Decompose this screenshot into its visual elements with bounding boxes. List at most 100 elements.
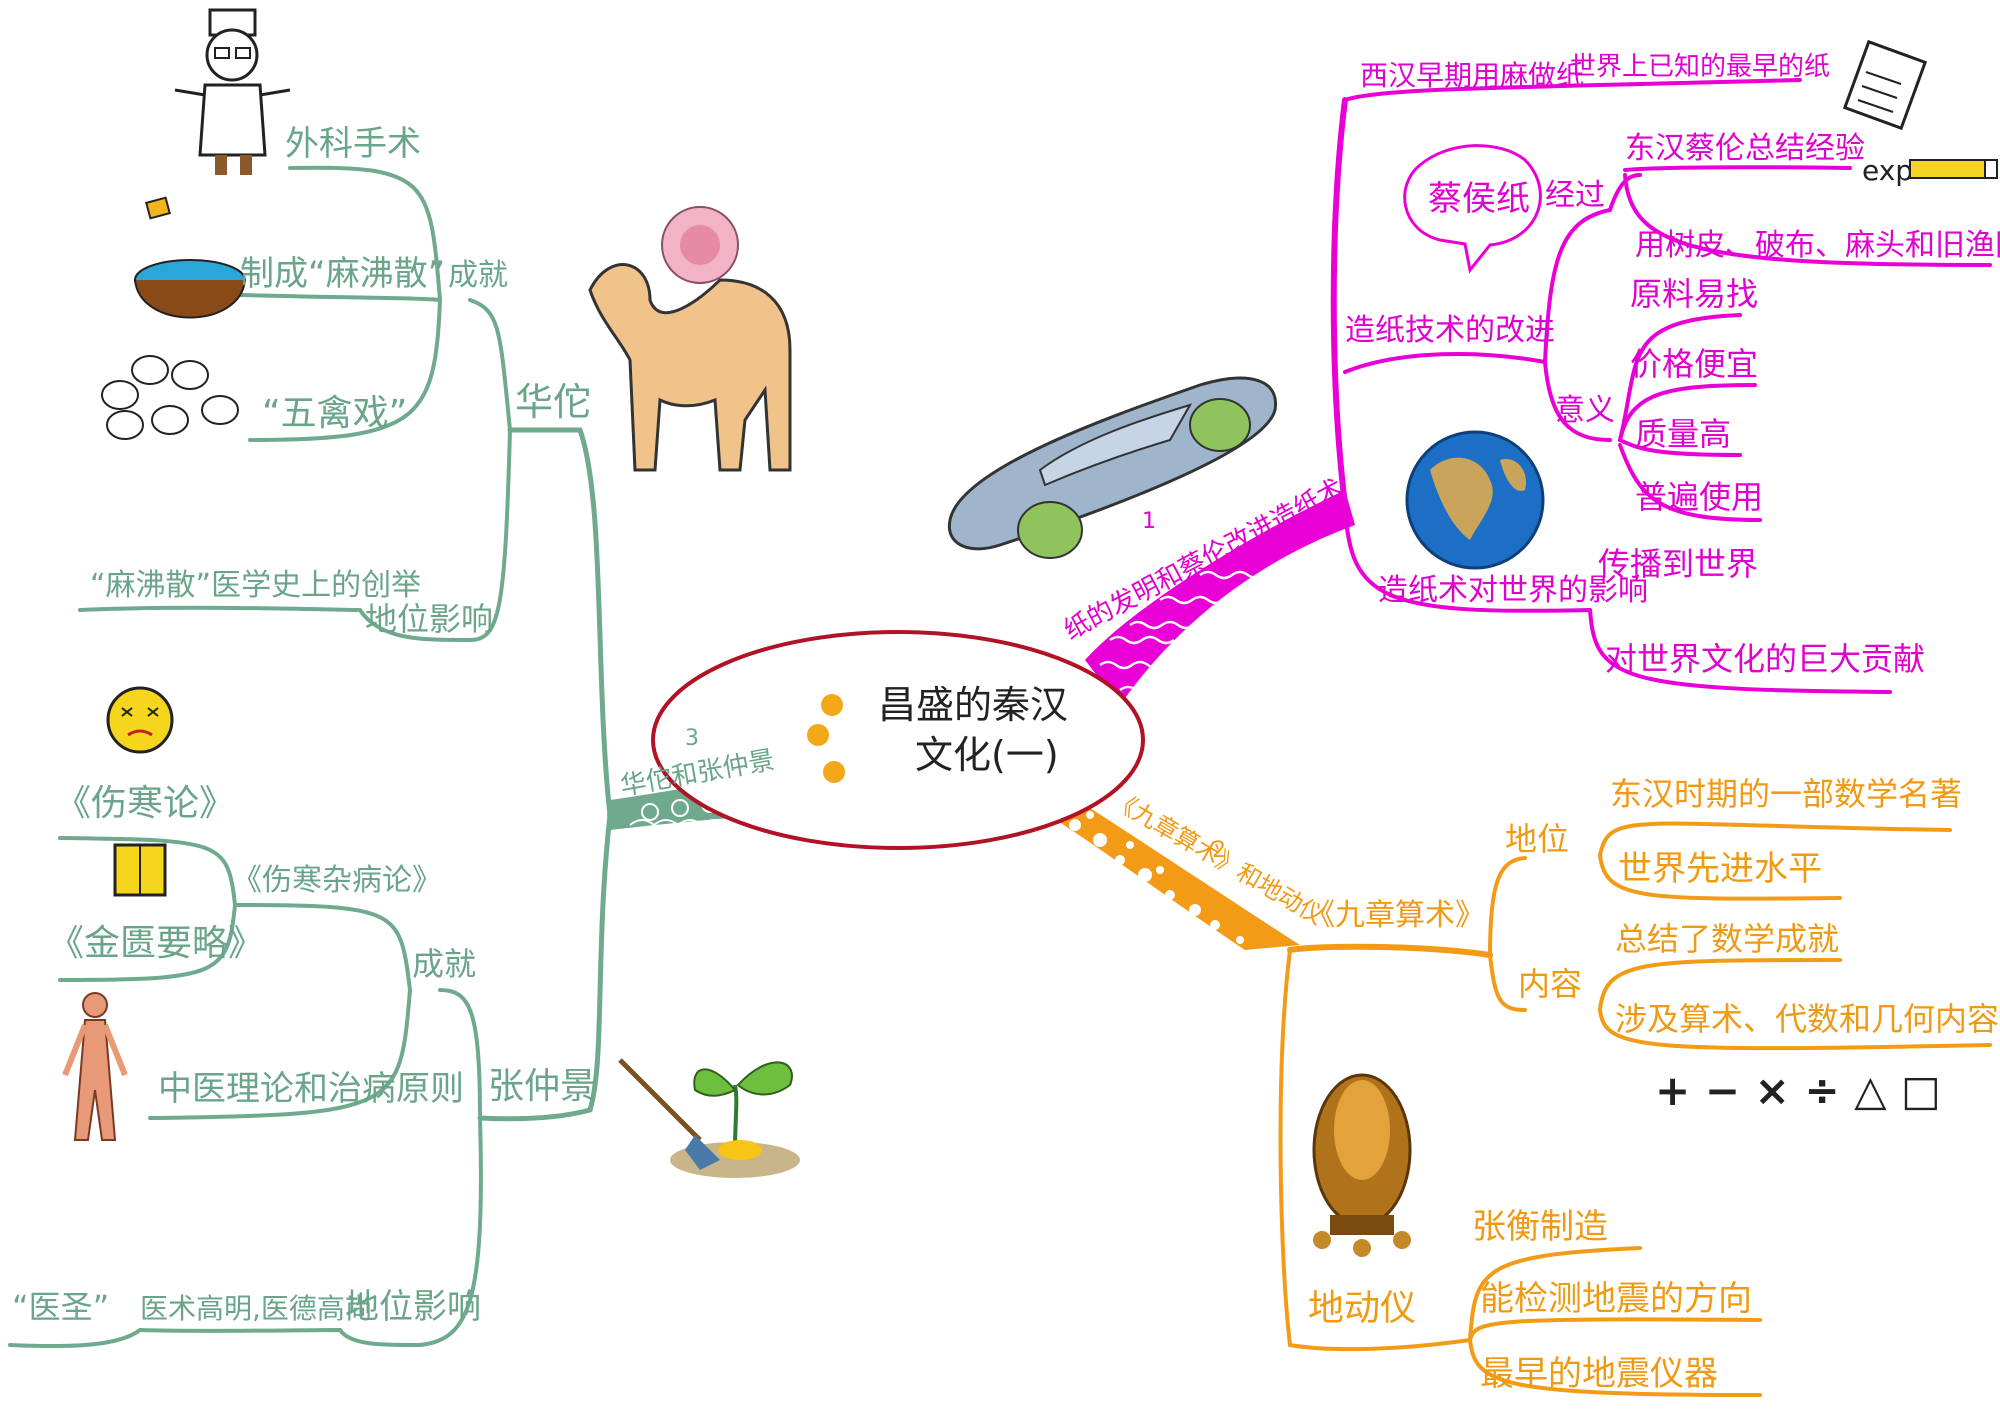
math-branch-number: 2	[1212, 838, 1226, 863]
math-book-label: 《九章算术》	[1305, 898, 1485, 933]
paper-influence-label: 造纸术对世界的影响	[1378, 573, 1648, 608]
math-seismo-label: 地动仪	[1308, 1288, 1416, 1329]
hua-achieve-b	[238, 293, 442, 302]
zhang-book-item: 《金匮要略》	[48, 923, 264, 964]
math-status-label: 地位	[1505, 820, 1569, 858]
zhang-book-label: 《伤寒杂病论》	[232, 863, 442, 898]
math-status-a	[1598, 821, 1952, 857]
paper-influence-item: 传播到世界	[1598, 545, 1758, 583]
math-main-line	[1287, 943, 1493, 958]
zhang-status-fork	[418, 1116, 483, 1347]
zhang-theory-line	[148, 988, 412, 1120]
hua-achieve-label: 成就	[448, 258, 508, 293]
paper-influence-item: 对世界文化的巨大贡献	[1605, 640, 1925, 678]
math-seismo-b	[1468, 1317, 1762, 1342]
paper-process-item1	[1623, 165, 1852, 172]
chickens-illustration	[101, 355, 239, 440]
math-seismo-item: 最早的地震仪器	[1480, 1354, 1718, 1394]
hua-status-item: “麻沸散”医学史上的创举	[90, 568, 421, 603]
zhang-achieve-fork	[438, 988, 482, 1120]
math-status-b	[1598, 853, 1842, 901]
zhang-status-label: 地位影响	[345, 1287, 481, 1327]
globe-icon	[1405, 430, 1545, 570]
math-seismo-item: 张衡制造	[1472, 1207, 1608, 1247]
paper-improve-line	[1343, 352, 1547, 374]
paper-bubble	[1403, 144, 1542, 274]
paper-influence-line	[1343, 503, 1592, 613]
paper-branch-number: 1	[1142, 509, 1156, 534]
paper-improve-label: 造纸技术的改进	[1345, 313, 1555, 348]
sprout-illustration	[618, 1058, 800, 1178]
math-status-item: 世界先进水平	[1618, 849, 1822, 889]
center-node: 昌盛的秦汉 文化(一)	[651, 630, 1145, 850]
pencil-icon: exp	[1862, 154, 1998, 187]
math-content-a	[1598, 958, 1842, 1012]
math-book-status-fork	[1488, 856, 1527, 957]
center-dot	[807, 724, 829, 746]
math-seismo-item: 能检测地震的方向	[1480, 1279, 1752, 1319]
paper-meaning-b	[1618, 383, 1757, 442]
branch-paper	[1330, 78, 1992, 694]
hua-achieve-item: 制成“麻沸散”	[240, 254, 445, 294]
paper-note-icon	[1842, 39, 1928, 131]
paper-process-item: 东汉蔡伦总结经验	[1625, 131, 1865, 166]
zhang-book-a	[58, 836, 237, 907]
hua-achieve-fork	[468, 298, 512, 432]
paper-wedge	[1085, 490, 1355, 705]
zhang-book-b	[58, 903, 237, 982]
hua-achieve-c	[248, 298, 442, 442]
center-dot	[823, 761, 845, 783]
zhang-theory: 中医理论和治病原则	[158, 1069, 464, 1109]
math-content-item: 总结了数学成就	[1615, 920, 1839, 958]
paper-improve-fork	[1543, 208, 1612, 364]
paper-meaning-item: 原料易找	[1630, 275, 1758, 313]
math-seismo-c	[1468, 1338, 1762, 1397]
doctor-illustration	[174, 8, 291, 175]
math-seismo-trunk	[1278, 948, 1292, 1347]
zhang-achieve-label: 成就	[412, 945, 476, 983]
math-wedge-dots	[1069, 811, 1244, 944]
math-wedge	[1040, 795, 1300, 950]
bowl-icon	[134, 196, 246, 319]
paper-early-text: 西汉早期用麻做纸	[1360, 59, 1584, 92]
branch-medicine	[8, 165, 803, 1349]
hua-status-line	[78, 605, 472, 642]
hua-achieve-a	[288, 165, 442, 302]
zhang-status-detail: 医术高明,医德高尚	[140, 1292, 373, 1325]
paper-meaning-fork	[1543, 360, 1612, 442]
camel-illustration	[588, 206, 792, 472]
center-dot	[821, 694, 843, 716]
zhang-book-line	[233, 903, 412, 992]
paper-bubble-text: 蔡侯纸	[1428, 179, 1530, 219]
seismograph-illustration	[1312, 1073, 1412, 1257]
hua-label: 华佗	[515, 380, 591, 424]
paper-process-label: 经过	[1545, 178, 1605, 213]
branch-math	[1278, 821, 1992, 1397]
math-seismo-line	[1288, 1338, 1472, 1352]
hua-achieve-item: 外科手术	[285, 124, 421, 164]
car-illustration	[947, 376, 1278, 559]
paper-early-line	[1343, 78, 1802, 102]
paper-meaning-d	[1618, 443, 1762, 522]
med-trunk-lower	[477, 812, 613, 1122]
math-symbols: + − × ÷ △ □	[1655, 1066, 1941, 1115]
hua-achieve-item: “五禽戏”	[262, 393, 407, 434]
paper-meaning-label: 意义	[1555, 393, 1615, 428]
exp-text: exp	[1862, 154, 1913, 187]
math-content-b	[1598, 1008, 1992, 1051]
center-title-line1: 昌盛的秦汉	[878, 683, 1068, 727]
paper-influence-item2	[1588, 608, 1892, 694]
zhang-status-title: “医圣”	[12, 1288, 109, 1326]
hua-status-label: 地位影响	[365, 600, 493, 638]
math-content-label: 内容	[1518, 965, 1582, 1003]
zhang-status-line	[8, 1327, 422, 1349]
zhang-label: 张仲景	[488, 1066, 596, 1107]
paper-meaning-item: 普遍使用	[1635, 478, 1763, 516]
center-title-line2: 文化(一)	[915, 733, 1059, 777]
med-branch-number: 3	[685, 726, 699, 751]
paper-wedge-waves	[1099, 570, 1265, 695]
math-book-content-fork	[1488, 953, 1527, 1012]
cabinet-icon	[113, 843, 167, 897]
acupuncture-figure	[62, 992, 128, 1141]
